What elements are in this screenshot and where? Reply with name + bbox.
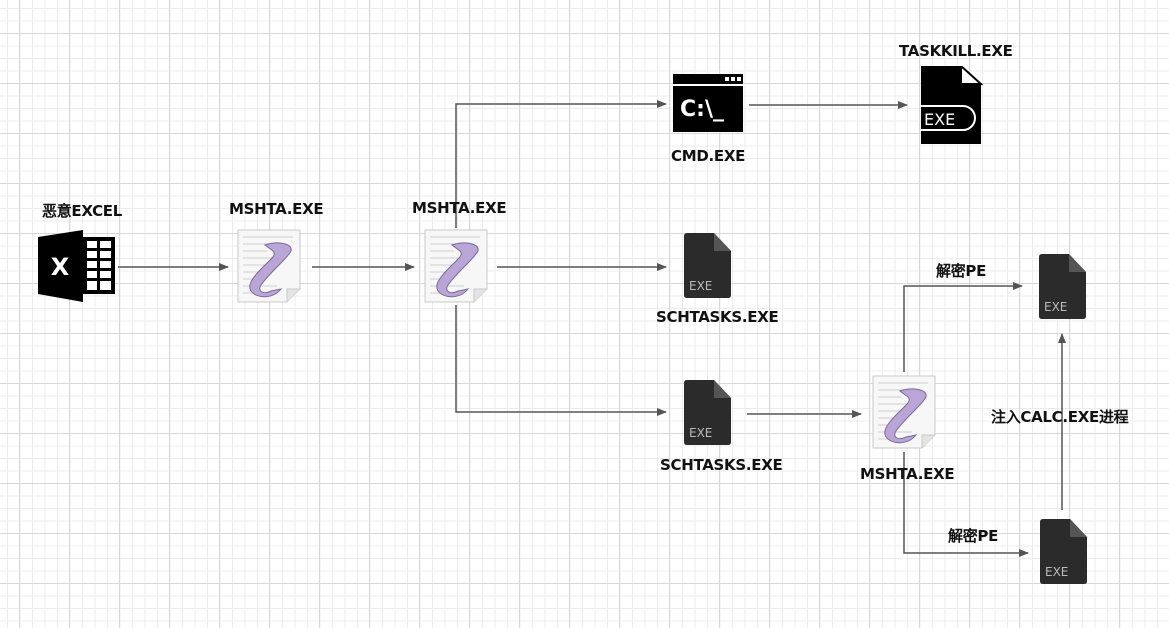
node-label-taskkill: TASKKILL.EXE (899, 42, 1013, 60)
node-excel[interactable]: X (37, 230, 117, 306)
edge-mshta2-to-schtasks2 (455, 305, 667, 416)
node-mshta3[interactable] (872, 375, 938, 453)
node-cmd[interactable]: C:\_ (673, 74, 743, 138)
edge-label-inject-calc: 注入CALC.EXE进程 (991, 408, 1129, 426)
node-label-cmd: CMD.EXE (671, 147, 746, 165)
edge-mshta2-to-cmd (455, 100, 667, 228)
exe-file-icon: EXE (1039, 254, 1086, 319)
exe-file-icon: EXE (684, 380, 731, 445)
svg-text:EXE: EXE (1045, 565, 1068, 579)
edge-mshta3-to-pe1 (903, 282, 1023, 372)
node-mshta2[interactable] (424, 229, 490, 307)
node-schtasks2[interactable]: EXE (684, 380, 732, 450)
script-scroll-icon (872, 375, 936, 449)
script-scroll-icon (237, 229, 301, 303)
svg-text:X: X (51, 253, 70, 281)
node-pe1[interactable]: EXE (1039, 254, 1087, 324)
node-label-mshta3: MSHTA.EXE (860, 465, 955, 483)
node-label-schtasks1: SCHTASKS.EXE (656, 308, 779, 326)
terminal-prompt-text: C:\_ (680, 97, 724, 122)
node-label-mshta2: MSHTA.EXE (412, 199, 507, 217)
svg-text:EXE: EXE (1044, 300, 1067, 314)
exe-file-icon: EXE (1040, 519, 1087, 584)
edge-label-decrypt-pe-1: 解密PE (936, 262, 987, 280)
edge-mshta3-to-pe2 (903, 452, 1029, 557)
script-scroll-icon (424, 229, 488, 303)
node-pe2[interactable]: EXE (1040, 519, 1088, 589)
excel-icon: X (38, 230, 115, 302)
svg-text:EXE: EXE (689, 426, 712, 440)
node-label-excel: 恶意EXCEL (42, 202, 122, 220)
node-label-mshta1: MSHTA.EXE (229, 200, 324, 218)
node-schtasks1[interactable]: EXE (684, 233, 732, 303)
svg-text:EXE: EXE (689, 279, 712, 293)
exe-file-icon: EXE (921, 63, 984, 144)
node-label-schtasks2: SCHTASKS.EXE (660, 456, 783, 474)
node-taskkill[interactable]: EXE (919, 63, 984, 150)
exe-file-icon: EXE (684, 233, 731, 298)
edge-label-decrypt-pe-2: 解密PE (948, 527, 999, 545)
svg-text:EXE: EXE (924, 110, 955, 129)
node-mshta1[interactable] (237, 229, 303, 307)
terminal-icon: C:\_ (673, 74, 743, 132)
